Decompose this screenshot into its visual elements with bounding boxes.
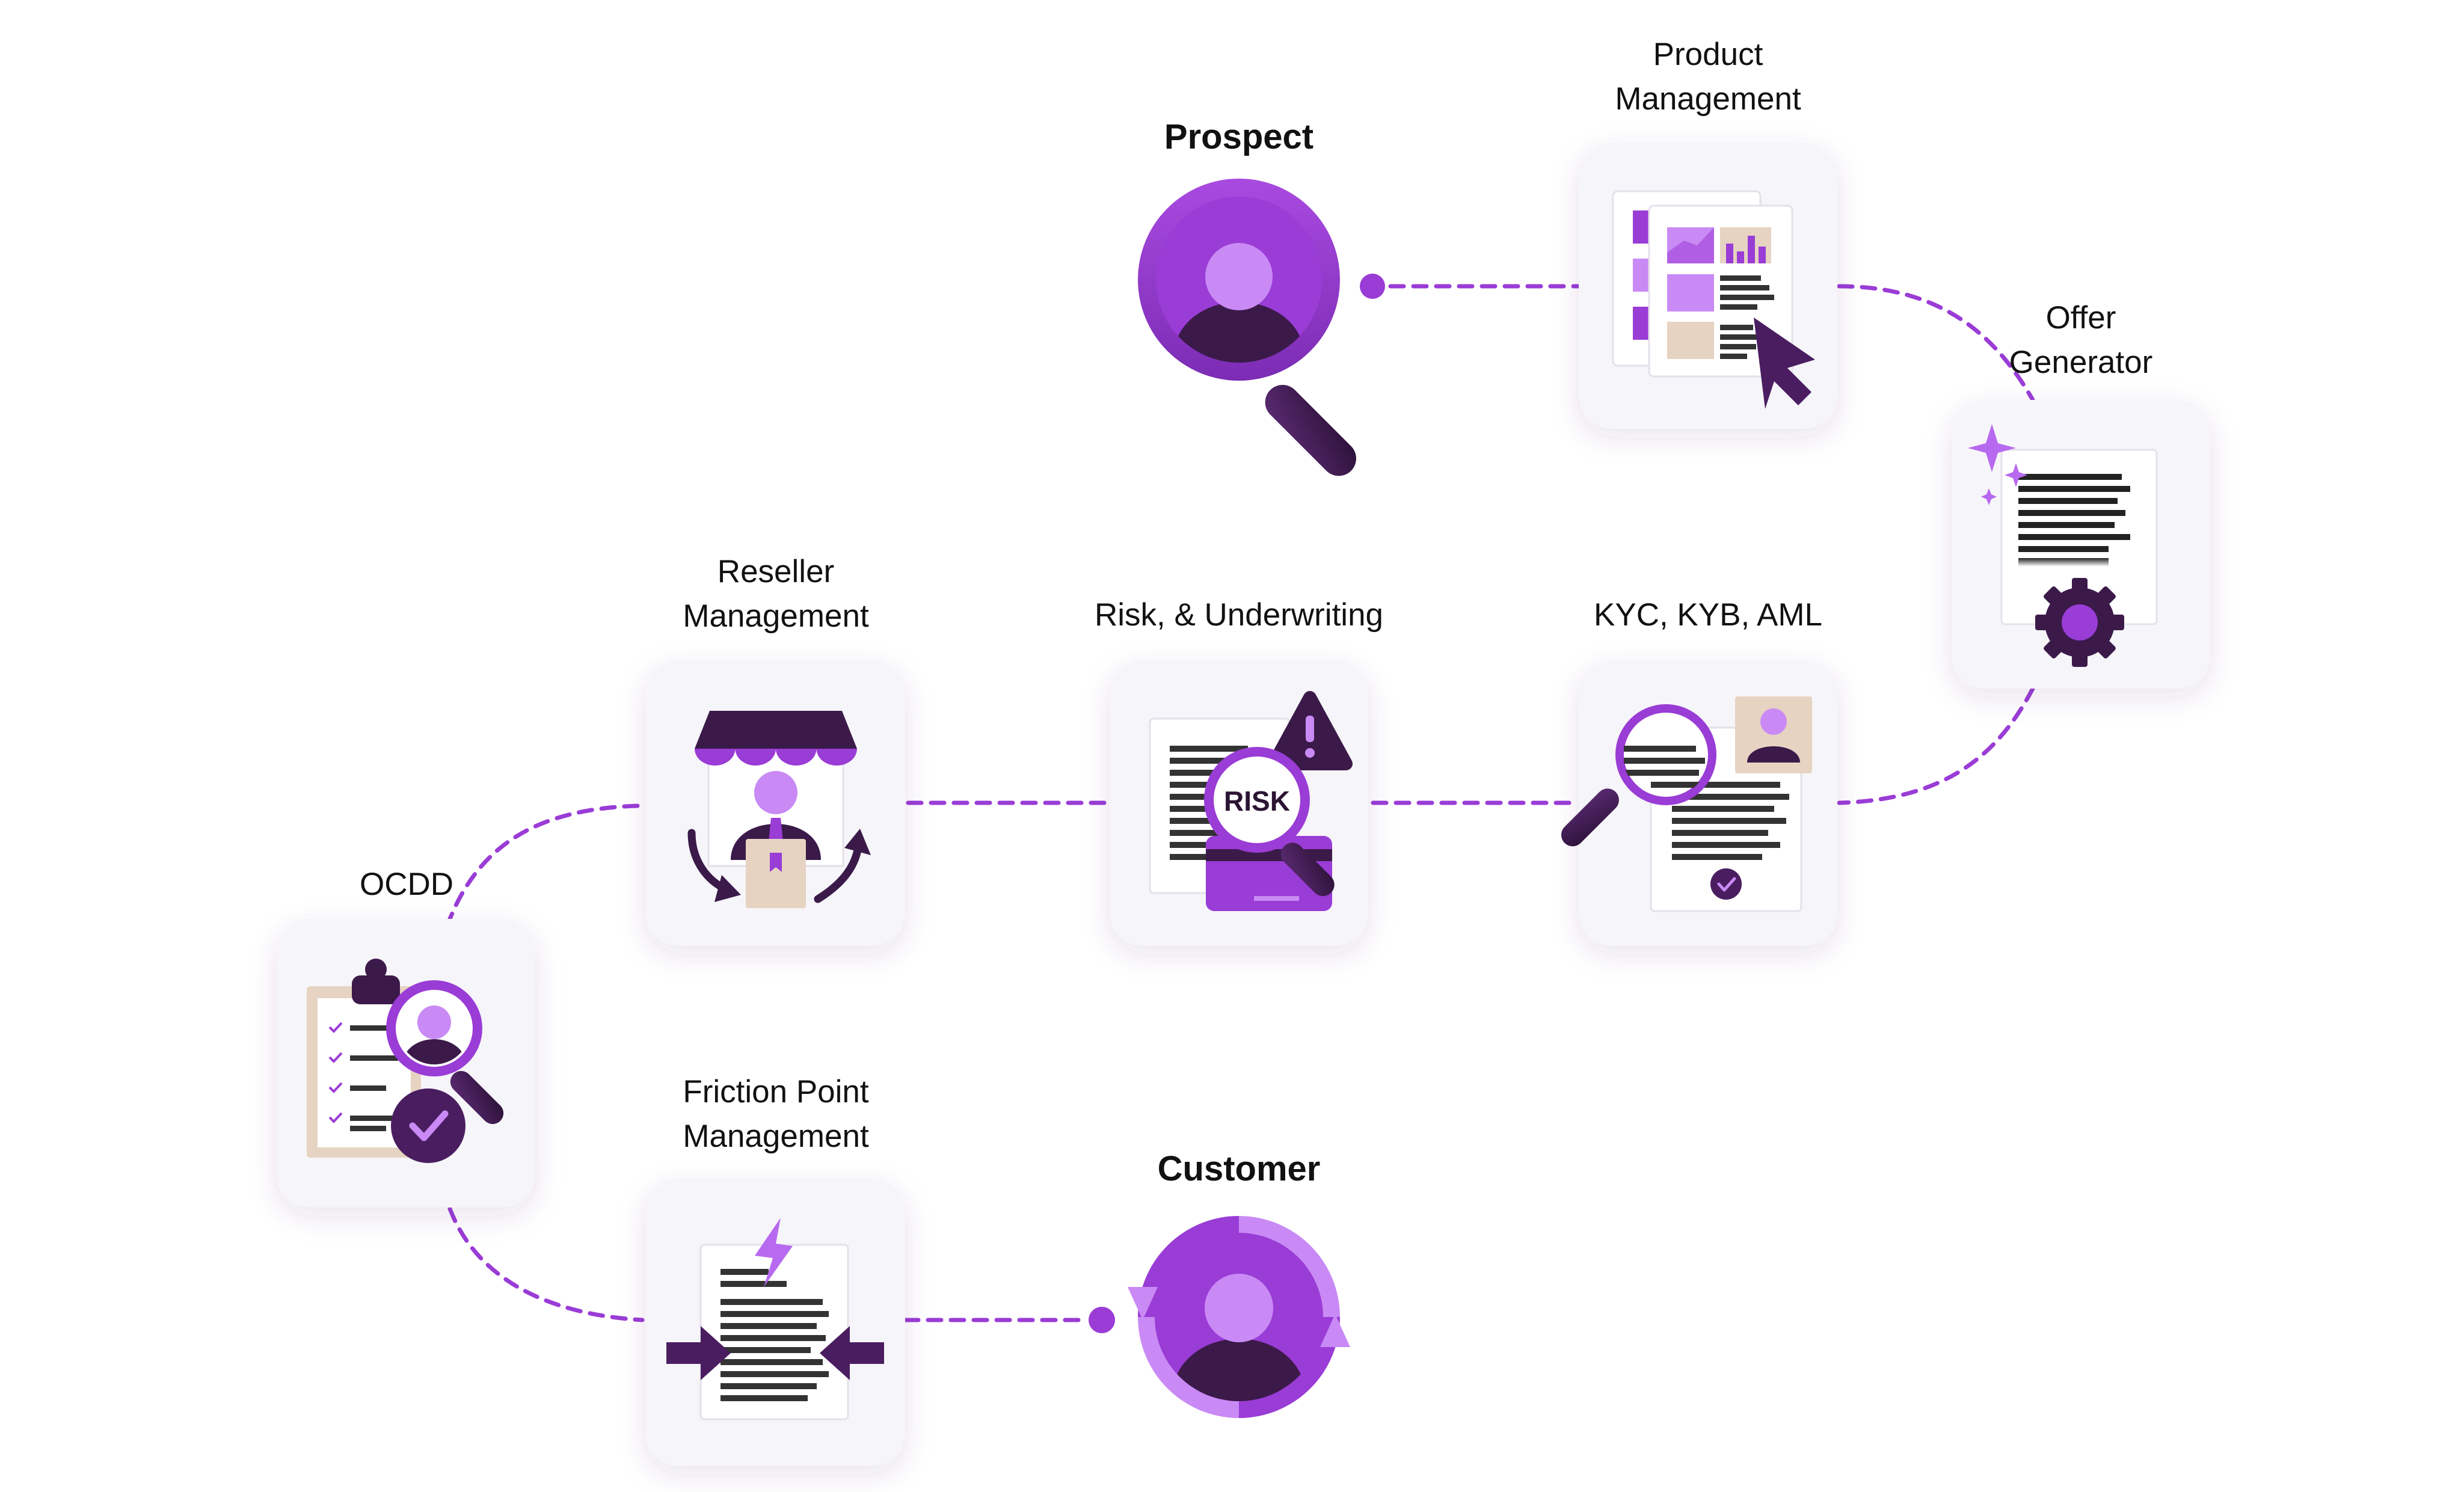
path-offer-kyc bbox=[1837, 686, 2035, 805]
prospect-label: Prospect bbox=[1164, 117, 1313, 156]
node-prospect: Prospect bbox=[1138, 117, 1356, 476]
document-arrows-lightning-icon bbox=[666, 1218, 884, 1420]
path-ocdd-friction bbox=[447, 1206, 645, 1322]
document-search-id-icon bbox=[1561, 696, 1812, 912]
node-customer: Customer bbox=[1128, 1149, 1350, 1418]
risk-badge-text: RISK bbox=[1224, 785, 1290, 817]
magnifier-user-icon bbox=[1138, 179, 1356, 476]
reseller-label-line2: Management bbox=[683, 598, 869, 634]
document-sparkle-gear-icon bbox=[1968, 424, 2158, 667]
checklist-search-check-icon bbox=[307, 959, 504, 1163]
connector-paths bbox=[447, 274, 2035, 1333]
ocdd-label: OCDD bbox=[360, 867, 453, 902]
customer-label: Customer bbox=[1158, 1149, 1321, 1188]
node-risk: Risk, & Underwriting RISK bbox=[1095, 597, 1383, 946]
path-product-offer bbox=[1837, 284, 2035, 402]
user-refresh-icon bbox=[1128, 1216, 1350, 1418]
customer-dot bbox=[1089, 1307, 1115, 1333]
product-label-line2: Management bbox=[1615, 81, 1801, 117]
node-product-management: Product Management bbox=[1579, 37, 1837, 429]
path-reseller-ocdd bbox=[447, 803, 640, 921]
risk-document-card-icon: RISK bbox=[1149, 691, 1353, 911]
dashboard-cursor-icon bbox=[1612, 190, 1815, 409]
node-kyc: KYC, KYB, AML bbox=[1561, 597, 1837, 946]
kyc-label: KYC, KYB, AML bbox=[1594, 597, 1822, 633]
node-reseller: Reseller Management bbox=[645, 554, 905, 946]
offer-label-line2: Generator bbox=[2009, 345, 2153, 380]
offer-label-line1: Offer bbox=[2046, 300, 2116, 336]
risk-label: Risk, & Underwriting bbox=[1095, 597, 1383, 633]
node-offer-generator: Offer Generator bbox=[1952, 300, 2210, 689]
prospect-dot bbox=[1360, 274, 1385, 299]
node-ocdd: OCDD bbox=[277, 867, 535, 1208]
reseller-label-line1: Reseller bbox=[717, 554, 834, 589]
friction-label-line1: Friction Point bbox=[683, 1074, 869, 1110]
product-label-line1: Product bbox=[1653, 37, 1763, 72]
store-user-exchange-icon bbox=[687, 711, 871, 908]
friction-label-line2: Management bbox=[683, 1119, 869, 1154]
node-friction: Friction Point Management bbox=[645, 1074, 905, 1466]
